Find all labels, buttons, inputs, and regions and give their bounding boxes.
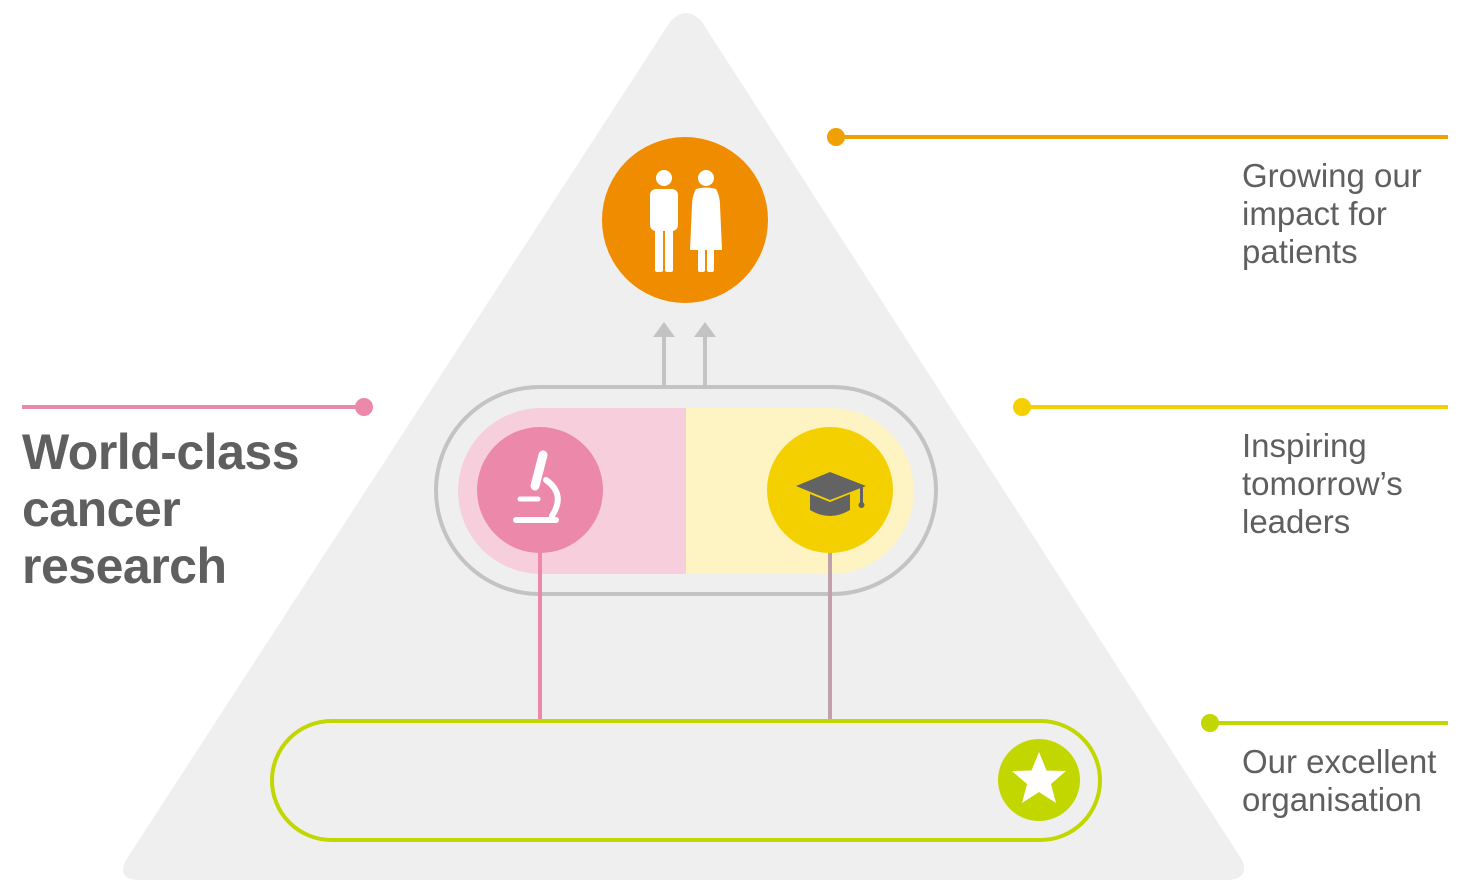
people-icon	[650, 170, 722, 272]
leaders-label: Inspiring tomorrow’s leaders	[1242, 427, 1472, 541]
organisation-icon-circle	[998, 739, 1080, 821]
microscope-icon	[513, 450, 561, 523]
organisation-label-line-2: organisation	[1242, 781, 1422, 818]
leader-line-research	[22, 398, 373, 416]
research-icon-circle	[477, 427, 603, 553]
leader-line-organisation	[1201, 714, 1448, 732]
arrow-heads	[653, 322, 716, 337]
leaders-label-line-2: tomorrow’s	[1242, 465, 1403, 502]
leaders-icon-circle	[767, 427, 893, 553]
patients-label-line-2: impact for	[1242, 195, 1387, 232]
patients-label-line-3: patients	[1242, 233, 1358, 270]
star-icon	[1012, 752, 1066, 803]
graduation-cap-icon	[796, 472, 866, 516]
research-label-line-3: research	[22, 538, 227, 594]
patients-label-line-1: Growing our	[1242, 157, 1422, 194]
patients-icon-circle	[602, 137, 768, 303]
upward-arrows	[662, 333, 707, 388]
organisation-bar	[270, 719, 1102, 842]
research-label: World-class cancer research	[22, 424, 352, 595]
research-label-line-2: cancer	[22, 481, 181, 537]
organisation-label: Our excellent organisation	[1242, 743, 1472, 819]
patients-label: Growing our impact for patients	[1242, 157, 1472, 271]
research-label-line-1: World-class	[22, 424, 300, 480]
leaders-label-line-1: Inspiring	[1242, 427, 1367, 464]
leader-line-patients	[827, 128, 1448, 146]
leader-line-leaders	[1013, 398, 1448, 416]
leaders-label-line-3: leaders	[1242, 503, 1351, 540]
organisation-label-line-1: Our excellent	[1242, 743, 1437, 780]
